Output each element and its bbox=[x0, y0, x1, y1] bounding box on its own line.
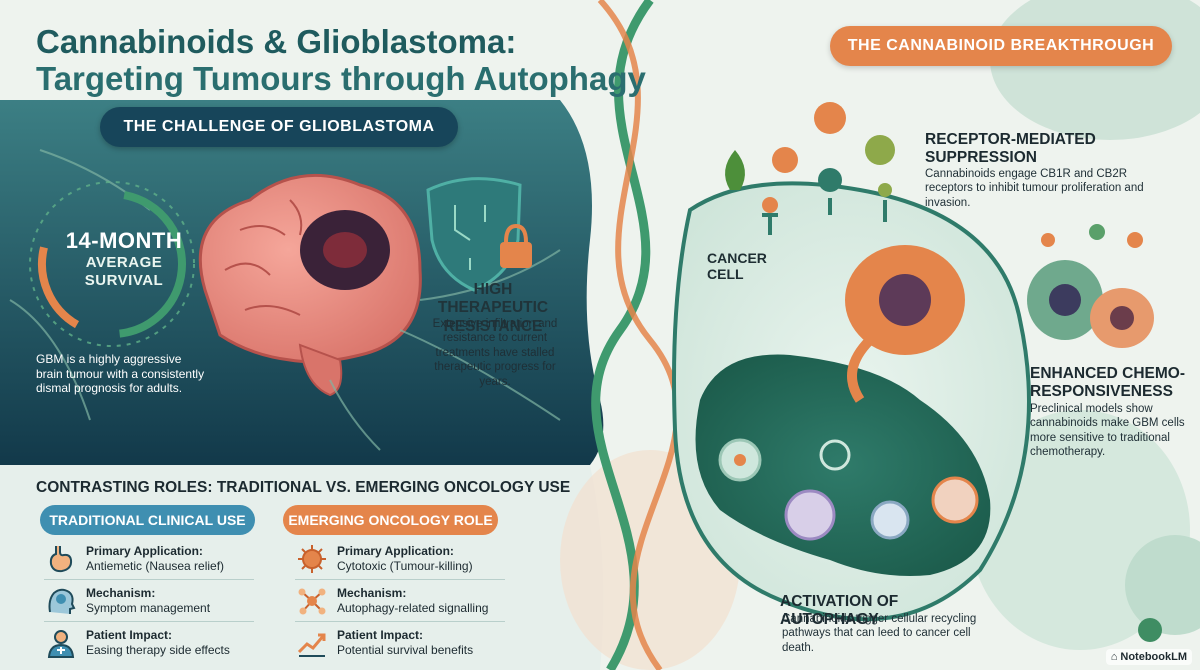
traditional-divider-1 bbox=[44, 579, 254, 580]
autophagy-heading: ACTIVATION OF AUTOPHAGY bbox=[780, 593, 899, 629]
resistance-body: Extensive infiltration and resistance to… bbox=[432, 318, 558, 388]
molecule-icon bbox=[298, 588, 326, 615]
autophagy-body: Cannabinoids trigger cellular recycling … bbox=[782, 613, 977, 654]
traditional-mechanism-text: Symptom management bbox=[86, 601, 211, 615]
emerging-mechanism-heading: Mechanism: bbox=[337, 586, 407, 600]
chemo-heading: ENHANCED CHEMO-RESPONSIVENESS bbox=[1030, 365, 1185, 401]
emerging-row-impact: Patient Impact:Potential survival benefi… bbox=[295, 626, 473, 660]
patient-icon bbox=[47, 630, 75, 658]
notebooklm-brand: NotebookLM bbox=[1120, 651, 1187, 663]
receptor-body: Cannabinoids engage CB1R and CB2R recept… bbox=[925, 168, 1144, 209]
growth-chart-icon bbox=[297, 633, 326, 657]
emerging-row-application: Primary Application:Cytotoxic (Tumour-ki… bbox=[295, 542, 473, 576]
traditional-row-impact: Patient Impact:Easing therapy side effec… bbox=[44, 626, 230, 660]
challenge-section-label: THE CHALLENGE OF GLIOBLASTOMA bbox=[100, 107, 458, 147]
traditional-impact-text: Easing therapy side effects bbox=[86, 643, 230, 657]
traditional-application-text: Antiemetic (Nausea relief) bbox=[86, 559, 225, 573]
survival-stat-value: 14-MONTH bbox=[65, 228, 183, 253]
virus-icon bbox=[298, 545, 326, 573]
title-line-1: Cannabinoids & Glioblastoma: bbox=[36, 23, 517, 60]
emerging-application-text: Cytotoxic (Tumour-killing) bbox=[337, 559, 473, 573]
emerging-divider-1 bbox=[295, 579, 505, 580]
traditional-row-application: Primary Application:Antiemetic (Nausea r… bbox=[44, 542, 224, 576]
emerging-divider-2 bbox=[295, 621, 505, 622]
traditional-impact-heading: Patient Impact: bbox=[86, 628, 173, 642]
traditional-mechanism-heading: Mechanism: bbox=[86, 586, 156, 600]
survival-stat-line-3: SURVIVAL bbox=[84, 272, 164, 289]
notebooklm-badge: ⌂ NotebookLM bbox=[1105, 649, 1192, 665]
stomach-icon bbox=[49, 546, 73, 573]
resistance-heading: HIGH THERAPEUTIC RESISTANCE bbox=[437, 281, 549, 335]
chemo-body: Preclinical models show cannabinoids mak… bbox=[1030, 403, 1185, 459]
traditional-use-label: TRADITIONAL CLINICAL USE bbox=[40, 505, 255, 535]
title-line-2: Targeting Tumours through Autophagy bbox=[36, 59, 646, 97]
brain-head-icon bbox=[48, 588, 76, 614]
emerging-row-mechanism: Mechanism:Autophagy-related signalling bbox=[295, 584, 488, 618]
breakthrough-section-label: THE CANNABINOID BREAKTHROUGH bbox=[830, 26, 1172, 66]
emerging-impact-heading: Patient Impact: bbox=[337, 628, 424, 642]
emerging-impact-text: Potential survival benefits bbox=[337, 643, 474, 657]
traditional-application-heading: Primary Application: bbox=[86, 544, 203, 558]
page-title: Cannabinoids & Glioblastoma: Targeting T… bbox=[36, 23, 646, 98]
emerging-application-heading: Primary Application: bbox=[337, 544, 454, 558]
emerging-mechanism-text: Autophagy-related signalling bbox=[337, 601, 489, 615]
contrast-title: CONTRASTING ROLES: TRADITIONAL VS. EMERG… bbox=[36, 479, 571, 496]
survival-stat-line-2: AVERAGE bbox=[85, 254, 163, 271]
traditional-divider-2 bbox=[44, 621, 254, 622]
receptor-heading: RECEPTOR-MEDIATED SUPPRESSION bbox=[925, 131, 1096, 167]
emerging-role-label: EMERGING ONCOLOGY ROLE bbox=[283, 505, 498, 535]
notebooklm-logo-icon: ⌂ bbox=[1110, 651, 1121, 663]
traditional-row-mechanism: Mechanism:Symptom management bbox=[44, 584, 210, 618]
survival-stat: 14-MONTH AVERAGE SURVIVAL bbox=[44, 228, 204, 290]
gbm-description: GBM is a highly aggressive brain tumour … bbox=[36, 352, 205, 396]
cancer-cell-label: CANCER CELL bbox=[707, 250, 767, 283]
